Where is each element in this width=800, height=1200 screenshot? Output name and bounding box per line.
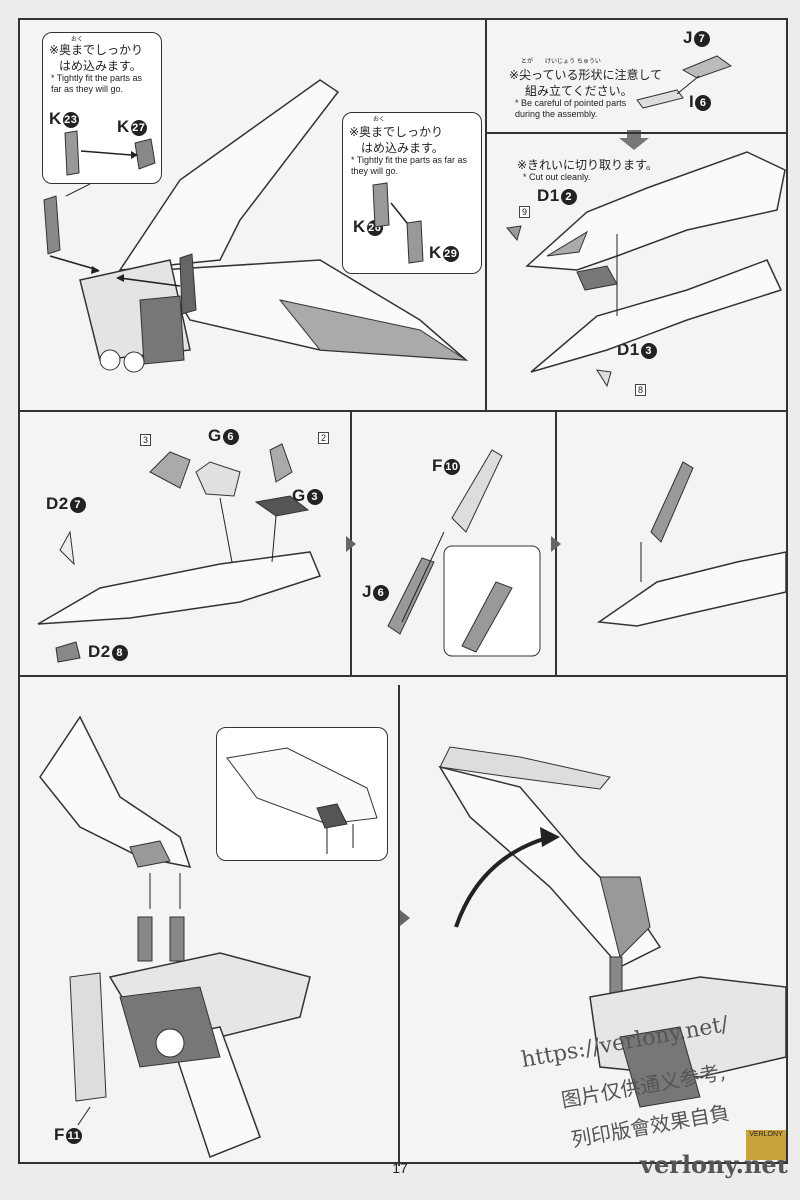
- step-arrow-2: [551, 536, 561, 552]
- page-number: 17: [392, 1160, 408, 1176]
- en-note: * Tightly fit the parts as far as they w…: [351, 155, 468, 176]
- jp-line2: はめ込みます。: [361, 141, 444, 155]
- d1-parts-drawing: [506, 151, 786, 388]
- tag-9: 9: [519, 206, 531, 218]
- tag-3: 3: [140, 434, 152, 446]
- callout-a-pointer: [65, 183, 91, 197]
- step-arrow-1: [346, 536, 356, 552]
- instruction-page: おく ※奥までしっかり はめ込みます。 * Tightly fit the pa…: [18, 18, 788, 1166]
- callout-detail: [216, 727, 388, 861]
- ruby: とが けいじょう ちゅうい: [521, 58, 601, 65]
- k23-part: [64, 130, 156, 176]
- panel-top-left: おく ※奥までしっかり はめ込みます。 * Tightly fit the pa…: [20, 20, 485, 410]
- divider-row2: [20, 675, 786, 677]
- assembly-drawing-top-left: [43, 79, 469, 373]
- jp-line2: はめ込みます。: [59, 59, 142, 73]
- note1-jp-line1: ※尖っている形状に注意して: [509, 68, 663, 82]
- watermark-badge: VERLONY: [746, 1130, 786, 1160]
- ruby: おく: [373, 116, 386, 123]
- jp-line1: ※奥までしっかり: [349, 125, 444, 139]
- callout-a: おく ※奥までしっかり はめ込みます。 * Tightly fit the pa…: [42, 32, 162, 184]
- middle-left-drawing: [37, 443, 322, 663]
- middle-right-drawing: [596, 461, 787, 627]
- note1-jp-line2: 組み立てください。: [525, 84, 633, 98]
- tag-2: 2: [318, 432, 330, 444]
- pointed-parts-drawing: [619, 55, 733, 150]
- divider-top-vertical: [485, 20, 487, 410]
- divider-bottom: [398, 685, 400, 1166]
- panel-middle-right: [557, 412, 787, 675]
- callout-b: おく ※奥までしっかり はめ込みます。 * Tightly fit the pa…: [342, 112, 482, 274]
- k26-part: [372, 182, 424, 264]
- detail-drawing: [226, 747, 378, 854]
- step-arrow-3: [400, 910, 410, 926]
- panel-top-right: とが けいじょう ちゅうい ※尖っている形状に注意して 組み立てください。 * …: [487, 20, 786, 410]
- note2-jp: ※きれいに切り取ります。: [517, 158, 658, 172]
- bottom-right-drawing: [438, 746, 787, 1108]
- note1-en: * Be careful of pointed parts during the…: [515, 98, 627, 119]
- bottom-left-drawing: [39, 715, 311, 1158]
- middle-center-drawing: [387, 449, 541, 657]
- note2-en: * Cut out cleanly.: [523, 172, 591, 182]
- divider-row1: [20, 410, 786, 412]
- ruby: おく: [71, 36, 84, 43]
- jp-line1: ※奥までしっかり: [49, 43, 144, 57]
- divider-top-right-inner: [487, 132, 786, 134]
- en-note: * Tightly fit the parts as far as they w…: [51, 73, 143, 94]
- tag-8: 8: [635, 384, 647, 396]
- panel-bottom-right: [400, 677, 787, 1166]
